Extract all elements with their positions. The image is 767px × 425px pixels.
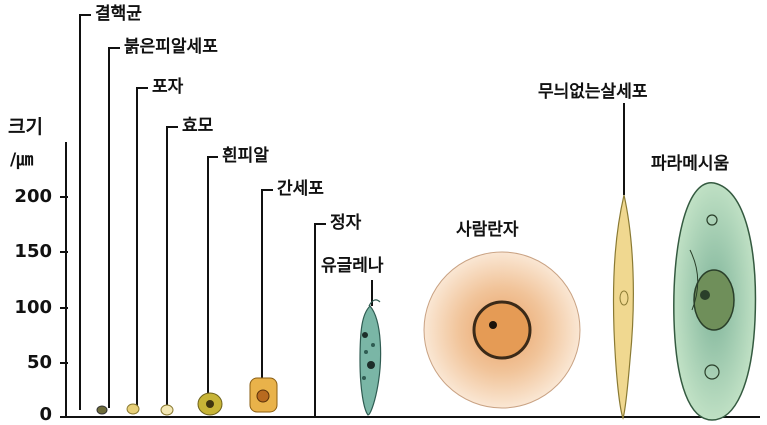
tick-label: 50 (26, 352, 52, 373)
label-paramecium: 파라메시움 (651, 154, 730, 174)
red-blood-cell (126, 403, 140, 415)
leader-line-yeast (166, 126, 178, 406)
label-spore: 포자 (152, 77, 184, 97)
label-red-blood-cell: 붉은피알세포 (124, 37, 218, 57)
tick-label: 150 (14, 241, 52, 262)
label-white-blood-cell: 흰피알 (222, 146, 269, 166)
bacteria-cell (96, 405, 108, 415)
label-sperm: 정자 (330, 213, 362, 233)
spore-cell (160, 404, 174, 416)
leader-line-spore (136, 87, 148, 406)
leader-line-sperm (314, 223, 326, 418)
leader-line-white-blood-cell (207, 156, 218, 400)
label-smooth-muscle: 무늬없는살세포 (538, 82, 648, 102)
leader-line-liver-cell (261, 189, 273, 382)
tick-label: 200 (14, 186, 52, 207)
leader-line-bacteria (79, 14, 91, 410)
label-human-egg: 사람란자 (456, 220, 519, 240)
label-bacteria: 결핵균 (95, 4, 142, 24)
label-liver-cell: 간세포 (277, 179, 324, 199)
leader-line-red-blood-cell (108, 47, 120, 408)
axis-title-size: 크기 (8, 116, 43, 138)
tick-label: 100 (14, 297, 52, 318)
label-euglena: 유글레나 (321, 256, 384, 276)
tick-label: 0 (39, 404, 52, 425)
axis-title-unit: /㎛ (10, 150, 34, 170)
smooth-muscle-cell (612, 194, 634, 420)
euglena-cell (359, 305, 382, 416)
label-yeast: 효모 (182, 116, 214, 136)
